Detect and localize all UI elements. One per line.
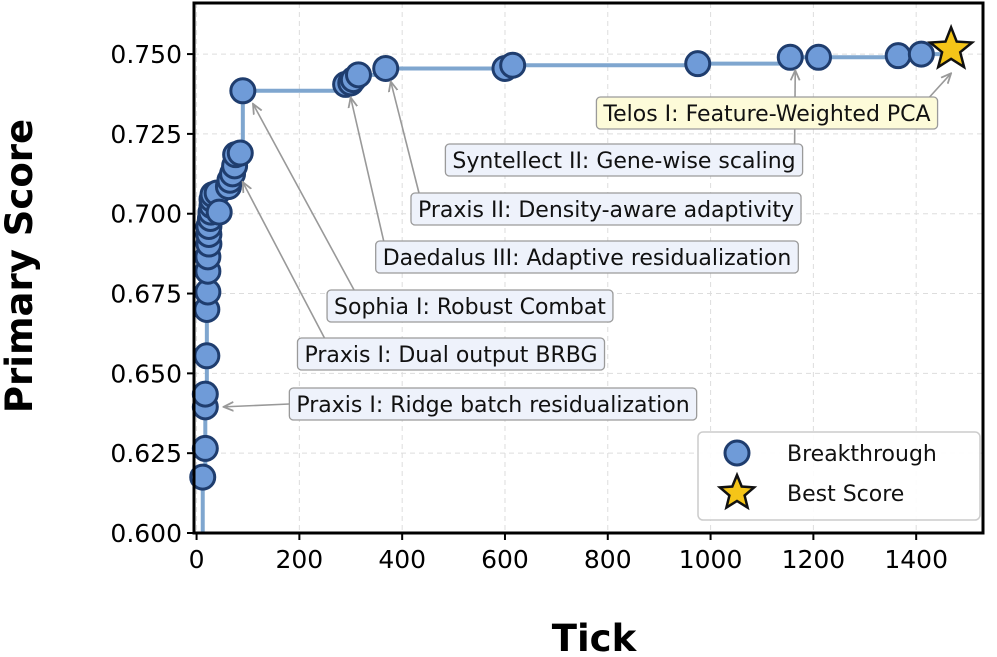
annotations: Praxis I: Ridge batch residualization Pra… bbox=[223, 70, 952, 421]
plot-frame bbox=[192, 1, 985, 535]
legend-star-icon bbox=[716, 471, 758, 511]
breakthrough-point bbox=[189, 463, 217, 491]
annotation-arrow bbox=[391, 81, 420, 194]
x-tick-label: 1000 bbox=[679, 545, 743, 574]
annotation: Praxis I: Dual output BRBG bbox=[296, 337, 606, 371]
breakthrough-point bbox=[191, 380, 219, 408]
annotation-arrow bbox=[928, 73, 952, 98]
breakthrough-point bbox=[884, 42, 912, 70]
y-tick-label: 0.650 bbox=[110, 359, 182, 388]
annotation-text: Telos I: Feature-Weighted PCA bbox=[602, 102, 930, 127]
breakthrough-point bbox=[205, 198, 233, 226]
breakthrough-point bbox=[776, 43, 804, 71]
annotation: Sophia I: Robust Combat bbox=[326, 289, 614, 323]
annotation-arrow bbox=[223, 404, 290, 407]
y-axis-title: Primary Score bbox=[0, 119, 41, 413]
y-tick-label: 0.700 bbox=[110, 200, 182, 229]
breakthrough-point bbox=[344, 61, 372, 89]
y-tick-label: 0.725 bbox=[110, 120, 182, 149]
breakthrough-points bbox=[189, 40, 935, 491]
x-tick-label: 0 bbox=[189, 545, 205, 574]
annotation-box bbox=[444, 143, 804, 177]
annotation-arrow bbox=[351, 97, 385, 242]
annotation-arrow bbox=[243, 182, 326, 339]
breakthrough-point bbox=[684, 50, 712, 78]
breakthrough-point bbox=[907, 40, 935, 68]
x-tick-label: 400 bbox=[378, 545, 426, 574]
annotation-text: Daedalus III: Adaptive residualization bbox=[383, 246, 792, 271]
breakthrough-point bbox=[499, 51, 527, 79]
annotation-arrow-spacer bbox=[555, 95, 557, 97]
legend: Breakthrough Best Score bbox=[697, 431, 981, 521]
x-tick-label: 600 bbox=[481, 545, 529, 574]
legend-box bbox=[697, 431, 981, 521]
breakthrough-point bbox=[372, 54, 400, 82]
breakthrough-point bbox=[193, 342, 221, 370]
legend-best-label: Best Score bbox=[787, 482, 904, 507]
annotation: Daedalus III: Adaptive residualization bbox=[375, 240, 799, 274]
annotation-box bbox=[326, 289, 614, 323]
annotation-text: Praxis I: Dual output BRBG bbox=[304, 343, 597, 368]
annotation-box bbox=[375, 240, 799, 274]
axes: 0 200 400 600 800 1000 1200 1400 0.600 0.625 0.650… bbox=[110, 1, 985, 574]
annotation-box bbox=[410, 192, 802, 226]
x-tick-label: 800 bbox=[584, 545, 632, 574]
annotation: Telos I: Feature-Weighted PCA bbox=[595, 96, 939, 130]
annotation-text: Sophia I: Robust Combat bbox=[334, 295, 606, 320]
breakthrough-point bbox=[191, 434, 219, 462]
annotation-text: Praxis II: Density-aware adaptivity bbox=[418, 198, 794, 223]
best-score-star bbox=[926, 23, 976, 70]
y-tick-label: 0.675 bbox=[110, 280, 182, 309]
y-tick-label: 0.600 bbox=[110, 519, 182, 548]
y-tick-label: 0.625 bbox=[110, 439, 182, 468]
legend-breakthrough-marker bbox=[723, 439, 751, 467]
annotation-text: Syntellect II: Gene-wise scaling bbox=[452, 149, 795, 174]
annotation: Praxis II: Density-aware adaptivity bbox=[410, 192, 802, 226]
x-tick-label: 1200 bbox=[782, 545, 846, 574]
x-tick-label: 1400 bbox=[884, 545, 948, 574]
x-axis-title: Tick bbox=[552, 617, 638, 657]
breakthrough-point bbox=[805, 43, 833, 71]
annotation: Syntellect II: Gene-wise scaling bbox=[444, 143, 804, 177]
annotation-box bbox=[296, 337, 606, 371]
annotation: Praxis I: Ridge batch residualization bbox=[288, 387, 698, 421]
annotation-text: Praxis I: Ridge batch residualization bbox=[296, 393, 689, 418]
breakthrough-point bbox=[229, 77, 257, 105]
y-tick-label: 0.750 bbox=[110, 40, 182, 69]
x-tick-label: 200 bbox=[276, 545, 324, 574]
legend-breakthrough-label: Breakthrough bbox=[787, 442, 937, 467]
annotation-arrow bbox=[253, 104, 355, 291]
best-score-marker bbox=[926, 23, 976, 70]
breakthrough-point bbox=[226, 139, 254, 167]
annotation-box bbox=[595, 96, 939, 130]
